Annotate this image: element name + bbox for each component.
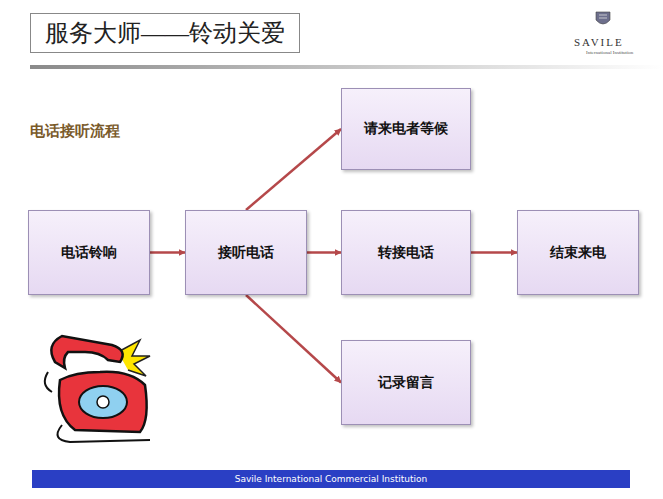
process-box: 结束来电 xyxy=(517,210,639,295)
box-label: 记录留言 xyxy=(378,374,434,392)
header-rule xyxy=(30,65,663,69)
process-box: 请来电者等候 xyxy=(341,88,471,170)
process-box: 转接电话 xyxy=(341,210,471,295)
box-label: 接听电话 xyxy=(218,244,274,262)
footer-band: Savile International Commercial Institut… xyxy=(32,470,630,488)
box-label: 转接电话 xyxy=(378,244,434,262)
flow-arrow xyxy=(246,129,341,210)
title-box: 服务大师——铃动关爱 xyxy=(30,13,300,53)
logo-text: SAVILE xyxy=(574,36,624,48)
flow-arrow xyxy=(246,295,341,383)
section-heading: 电话接听流程 xyxy=(30,122,120,141)
process-box: 电话铃响 xyxy=(28,210,150,295)
flow-arrow xyxy=(307,251,341,254)
flow-arrow xyxy=(471,251,517,254)
box-label: 请来电者等候 xyxy=(364,120,448,138)
telephone-illustration xyxy=(45,336,150,442)
box-label: 结束来电 xyxy=(550,244,606,262)
logo-subtext: International Institution xyxy=(586,50,633,55)
footer-text: Savile International Commercial Institut… xyxy=(235,474,428,484)
box-label: 电话铃响 xyxy=(61,244,117,262)
process-box: 接听电话 xyxy=(185,210,307,295)
process-box: 记录留言 xyxy=(341,340,471,425)
flow-arrow xyxy=(150,251,185,254)
title-text: 服务大师——铃动关爱 xyxy=(45,17,285,49)
crest-icon xyxy=(596,12,610,24)
